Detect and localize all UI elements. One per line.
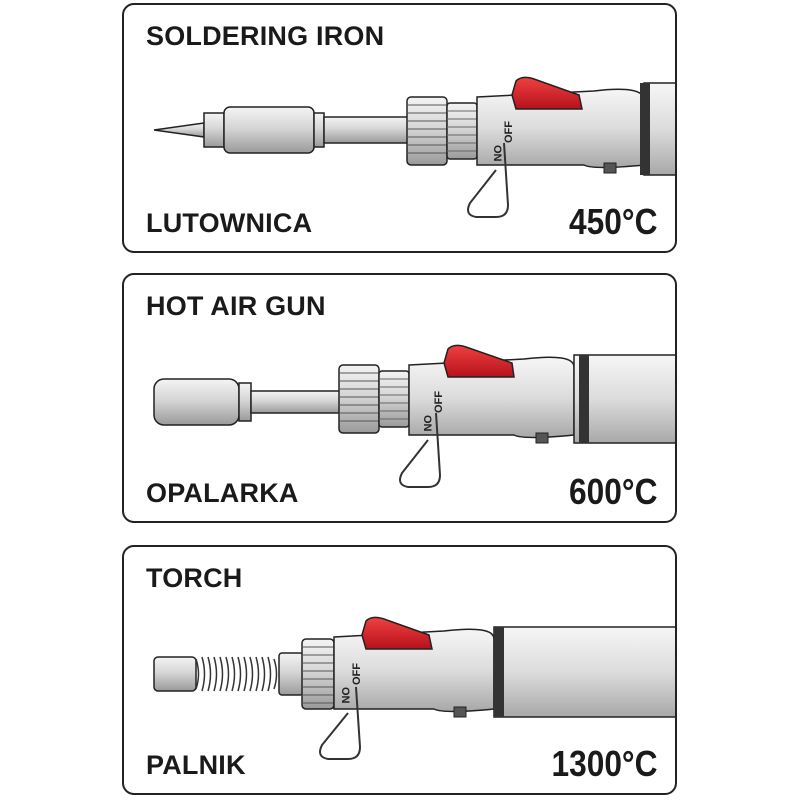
knurled-nut [406, 96, 448, 166]
panel-title: TORCH [146, 563, 243, 593]
tip-barrel [223, 106, 315, 154]
gas-trigger [443, 344, 515, 378]
switch-on-label: ON [339, 687, 351, 704]
temperature-label: 450°C [568, 201, 657, 242]
wire-stand [467, 142, 510, 218]
knurled-nut [338, 364, 380, 434]
panel-torch: TORCH PALNIK 1300°C [122, 545, 677, 795]
temperature-label: 600°C [568, 471, 657, 512]
switch-off-label: OFF [433, 391, 445, 413]
panel-subtitle: OPALARKA [146, 478, 299, 508]
panel-soldering-iron: SOLDERING IRON LUTOWNICA 450°C [122, 3, 677, 253]
torch-illustration: ON OFF [153, 616, 675, 760]
wire-stand [399, 412, 442, 488]
wire-stand [319, 686, 362, 760]
switch-off-label: OFF [351, 663, 363, 685]
torch-spring [195, 656, 278, 692]
soldering-iron-illustration: ON OFF [153, 76, 675, 218]
gas-trigger [361, 616, 433, 650]
switch-off-label: OFF [503, 121, 515, 143]
switch-on-label: ON [421, 415, 433, 432]
hot-air-gun-illustration: ON OFF [153, 344, 675, 488]
soldering-tip [153, 122, 205, 138]
gas-trigger [511, 76, 583, 110]
panel-title: HOT AIR GUN [146, 291, 326, 321]
panel-subtitle: PALNIK [146, 750, 246, 780]
panel-title: SOLDERING IRON [146, 21, 385, 51]
hot-air-nozzle [153, 378, 240, 426]
temperature-label: 1300°C [550, 743, 657, 784]
torch-nozzle [153, 656, 197, 692]
switch-on-label: ON [491, 145, 503, 162]
panel-hot-air-gun: HOT AIR GUN OPALARKA 600°C [122, 273, 677, 523]
knurled-nut [301, 638, 335, 710]
panel-subtitle: LUTOWNICA [146, 208, 313, 238]
